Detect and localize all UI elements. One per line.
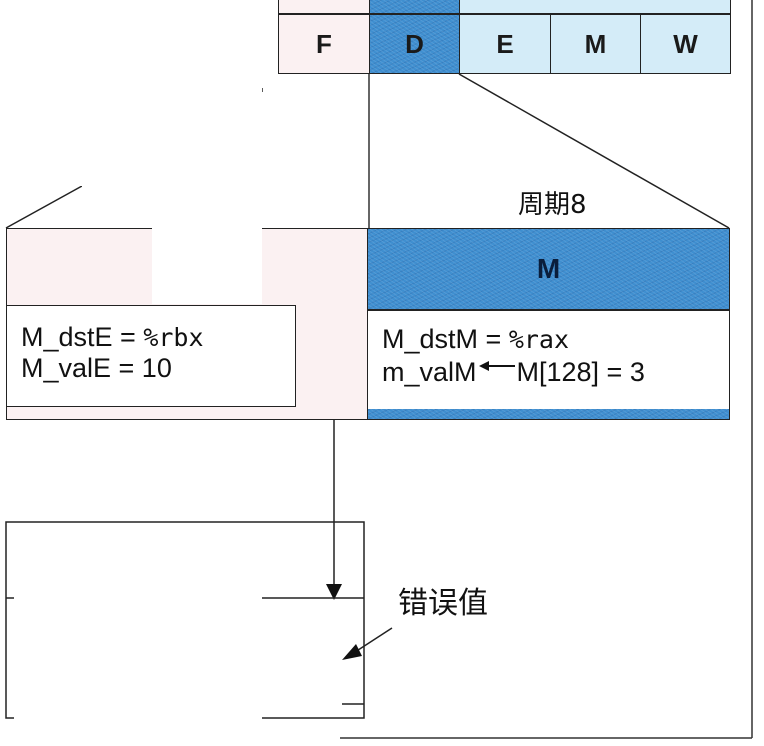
stage-m-label: M	[584, 28, 607, 59]
m-stage-header: M	[368, 229, 729, 309]
prev-row-rest-cell	[459, 0, 731, 14]
zoom-line-right	[458, 73, 730, 229]
forward-arrowhead	[326, 584, 342, 600]
stage-d: D	[369, 14, 460, 74]
stage-f: F	[278, 14, 370, 74]
prev-row-cell	[278, 0, 370, 14]
m-dste-line: M_dstE = %rbx	[21, 322, 204, 352]
zoom-line-left	[5, 185, 83, 229]
left-arrow-icon	[477, 348, 517, 381]
stage-m: M	[550, 14, 641, 74]
e-stage-signals: M_dstE = %rbx M_valE = 10	[6, 305, 296, 407]
stage-e: E	[459, 14, 551, 74]
m-dstm-line: M_dstM = %rax	[382, 323, 570, 354]
stage-d-label: D	[405, 28, 424, 59]
error-label: 错误值	[398, 586, 488, 621]
error-pointer-arrowhead	[342, 644, 362, 660]
prev-row-decode-cell	[369, 0, 460, 14]
m-stage-header-label: M	[536, 253, 561, 284]
cycle-label: 周期8	[518, 190, 587, 220]
stage-w-label: W	[673, 28, 698, 59]
m-vale-line: M_valE = 10	[21, 353, 172, 383]
stage-w: W	[640, 14, 731, 74]
stage-f-label: F	[316, 28, 332, 59]
stage-e-label: E	[496, 28, 514, 59]
